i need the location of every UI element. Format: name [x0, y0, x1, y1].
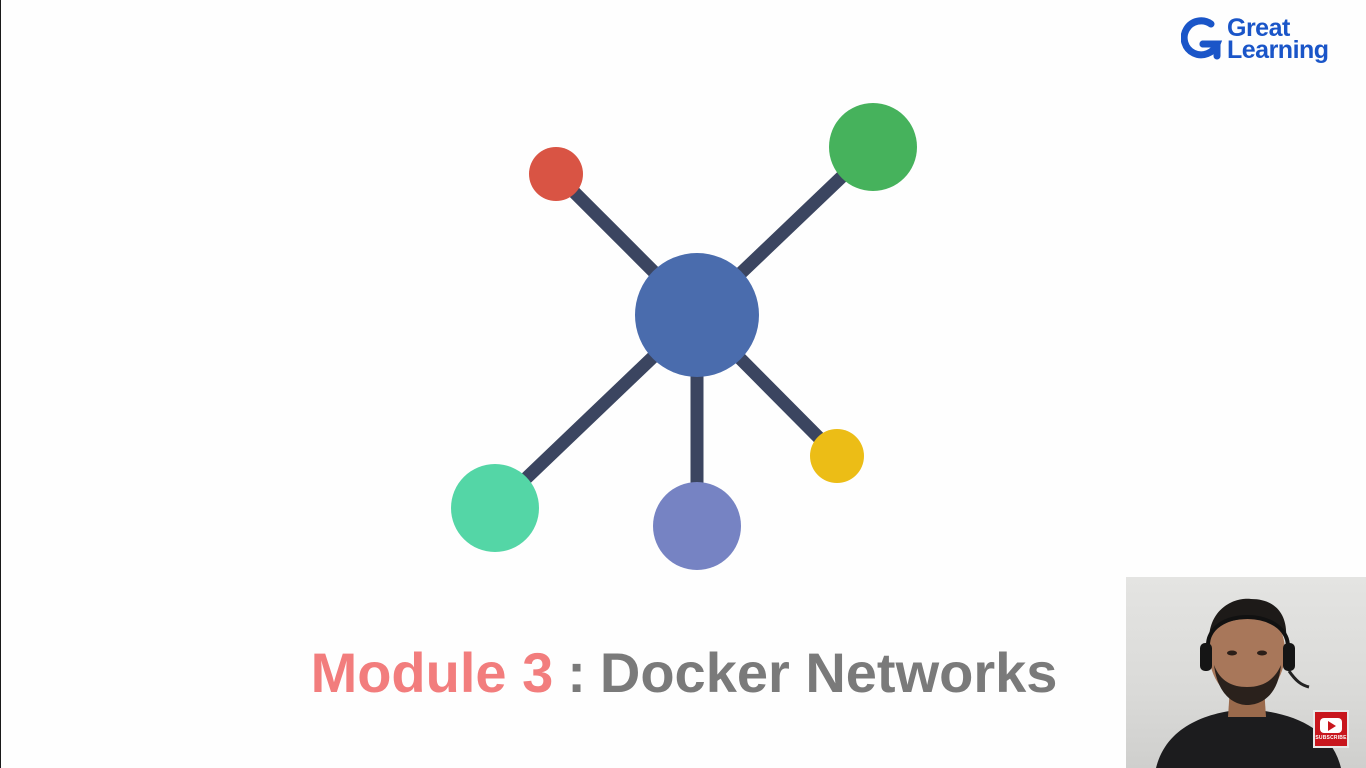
- module-label: Module 3: [310, 641, 554, 704]
- node-green: [829, 103, 917, 191]
- hub-node: [635, 253, 759, 377]
- presenter-webcam: SUBSCRIBE: [1126, 577, 1366, 768]
- subscribe-label: SUBSCRIBE: [1315, 734, 1347, 741]
- node-mint: [451, 464, 539, 552]
- slide-title: Module 3:Docker Networks: [1, 640, 1366, 705]
- youtube-play-icon: [1320, 717, 1342, 733]
- brand-line-2: Learning: [1227, 36, 1329, 64]
- title-separator: :: [567, 641, 586, 704]
- node-lavender: [653, 482, 741, 570]
- brand-line-1: Great: [1227, 14, 1290, 42]
- presenter-figure: [1156, 598, 1341, 768]
- subscribe-button[interactable]: SUBSCRIBE: [1313, 710, 1349, 748]
- great-learning-logo: Great Learning: [1181, 14, 1329, 64]
- node-red: [529, 147, 583, 201]
- node-yellow: [810, 429, 864, 483]
- topic-label: Docker Networks: [599, 641, 1058, 704]
- great-learning-g-icon: [1181, 17, 1223, 60]
